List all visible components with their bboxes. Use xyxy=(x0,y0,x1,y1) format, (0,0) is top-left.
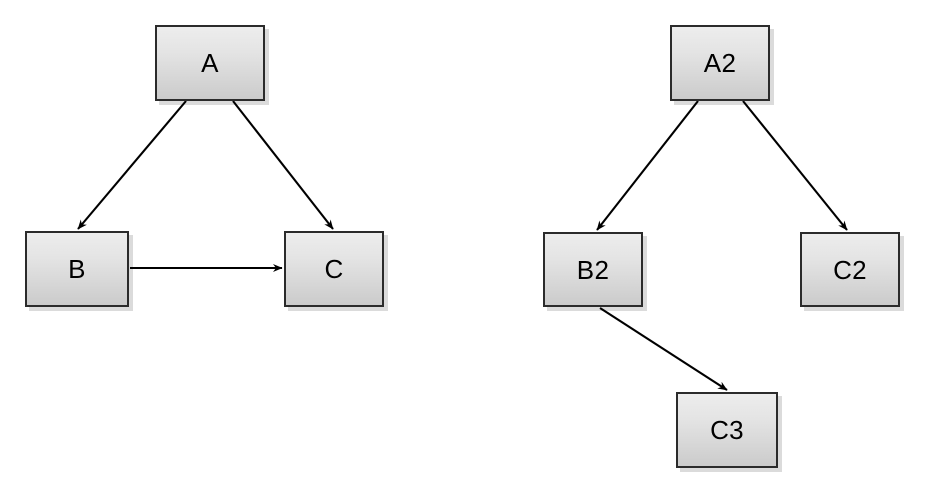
node-c-label: C xyxy=(324,254,344,284)
edge-b2-to-c3 xyxy=(599,307,728,391)
node-c2-label: C2 xyxy=(833,254,867,285)
node-c3-label: C3 xyxy=(710,415,744,445)
node-a2[interactable]: A2 xyxy=(670,25,770,101)
node-b2[interactable]: B2 xyxy=(543,232,643,307)
node-b2-label: B2 xyxy=(576,254,610,285)
node-c[interactable]: C xyxy=(284,231,384,307)
edge-a2-to-b2 xyxy=(596,100,699,231)
node-b-label: B xyxy=(68,254,86,284)
node-c3[interactable]: C3 xyxy=(676,392,778,468)
edge-a-to-b xyxy=(77,100,187,230)
node-a[interactable]: A xyxy=(155,25,265,101)
node-a2-label: A2 xyxy=(703,48,737,78)
node-a-label: A xyxy=(201,48,219,78)
node-c2[interactable]: C2 xyxy=(800,232,900,307)
edge-a-to-c xyxy=(232,100,334,230)
edge-a2-to-c2 xyxy=(742,100,848,231)
node-b[interactable]: B xyxy=(25,231,129,307)
